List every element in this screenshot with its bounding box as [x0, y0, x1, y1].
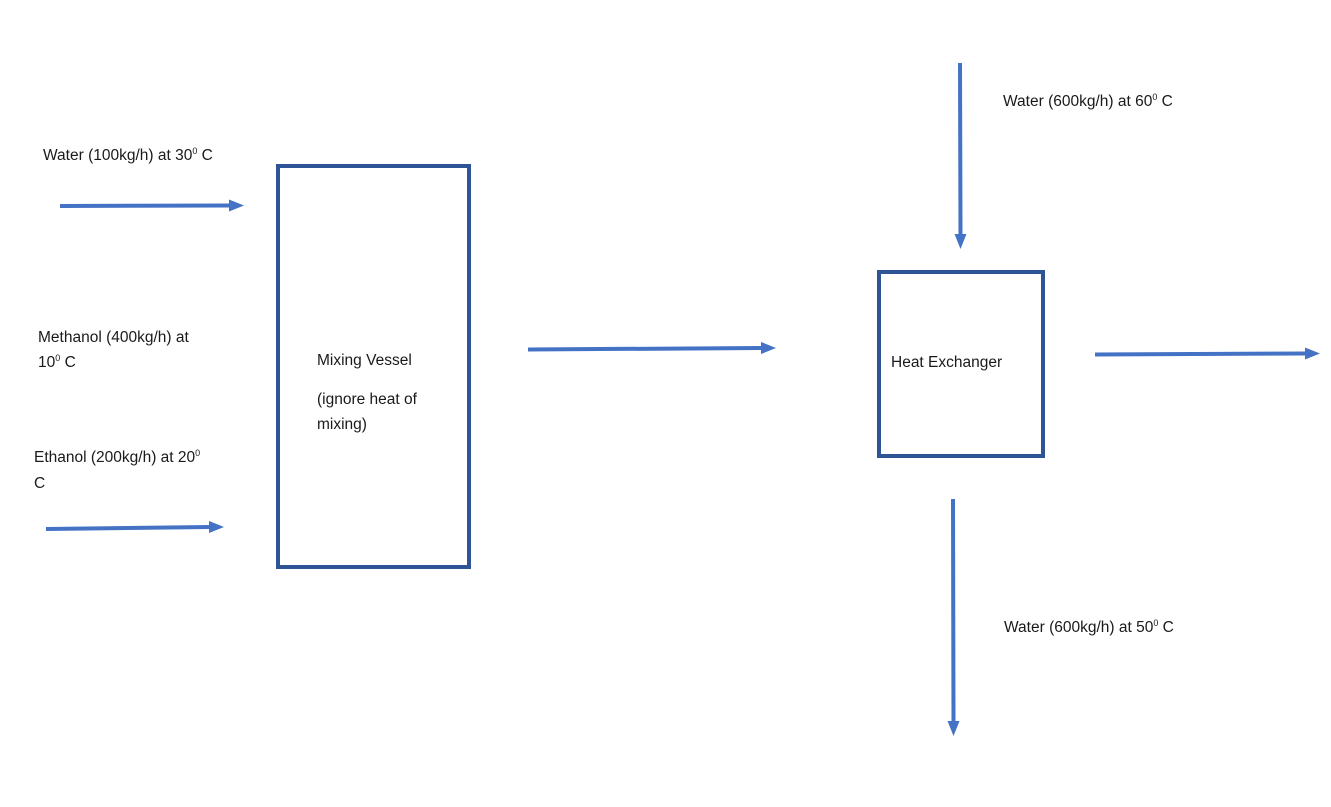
mixing-vessel-title: Mixing Vessel [317, 352, 412, 369]
heat-exchanger-label-background [881, 343, 1041, 388]
utility-water-in-label: Water (600kg/h) at 600 C [1003, 92, 1173, 111]
arrow-product-out [1094, 347, 1320, 360]
arrow-water-in [59, 199, 244, 212]
ethanol-input-label-line2: C [34, 475, 46, 492]
arrow-utility-water-in [954, 62, 967, 249]
mixing-vessel-note-line1: (ignore heat of [317, 391, 417, 408]
ethanol-input-label-line1: Ethanol (200kg/h) at 200 [34, 448, 201, 467]
water-input-label: Water (100kg/h) at 300 C [43, 146, 213, 165]
mixing-vessel [276, 164, 471, 569]
methanol-input-label-line1: Methanol (400kg/h) at [38, 329, 189, 346]
methanol-input-label-line2: 100 C [38, 353, 76, 372]
utility-water-out-label: Water (600kg/h) at 500 C [1004, 618, 1174, 637]
arrow-utility-water-out [947, 498, 960, 736]
mixing-vessel-note-line2: mixing) [317, 416, 367, 433]
arrow-ethanol-in [45, 521, 224, 533]
arrow-mixed-stream [527, 342, 776, 354]
heat-exchanger-title: Heat Exchanger [891, 354, 1003, 371]
